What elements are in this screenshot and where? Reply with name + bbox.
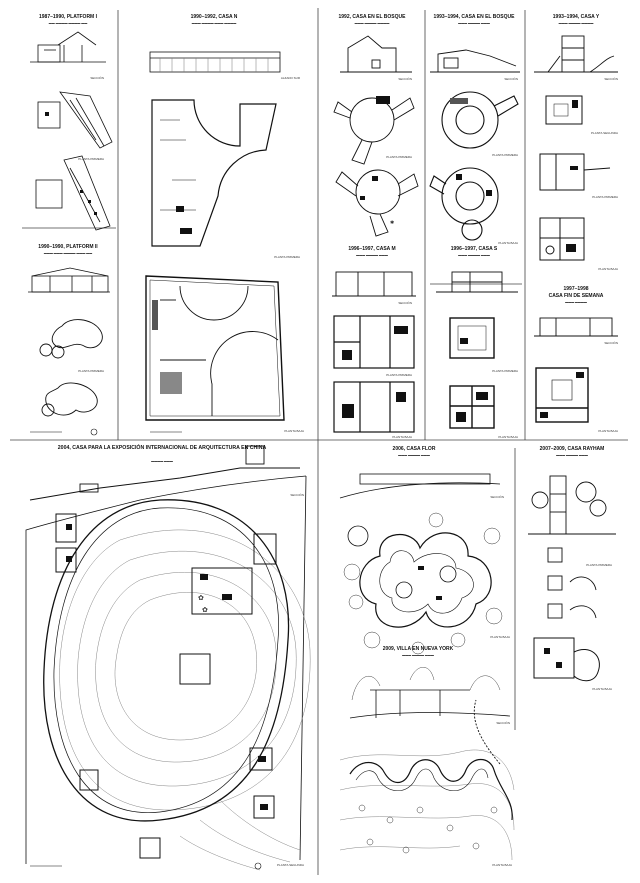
plan-label: PLANTA BAJA: [492, 863, 512, 867]
section-label: SECCIÓN: [496, 720, 510, 725]
svg-text:✱: ✱: [390, 220, 394, 226]
plan-label: PLANTA BAJA: [490, 635, 510, 639]
plan-label: PLANTA PRIMERA: [78, 369, 104, 373]
plan-label: PLANTA PRIMERA: [492, 369, 518, 373]
panel-platform-ii: 1990–1990, PLATFORM II ▬▬▬ ▬▬▬ ▬▬▬▬ ▬▬▬ …: [28, 244, 110, 436]
panel-casa-n: 1990–1992, CASA N ▬▬▬ ▬▬▬▬ ▬▬▬ ▬▬▬▬ ALZA…: [145, 14, 304, 433]
plan-label: PLANTA SEGUNDA: [591, 131, 618, 135]
plan-label: PLANTA PRIMERA: [492, 153, 518, 157]
project-name: CASA FIN DE SEMANA: [549, 293, 604, 299]
svg-text:▬▬▬ ▬▬▬▬ ▬▬▬: ▬▬▬ ▬▬▬▬ ▬▬▬: [556, 453, 588, 457]
plan-label: PLANTA BAJA: [592, 687, 612, 691]
panel-platform-i: 1987–1990, PLATFORM I ▬▬ ▬▬▬▬ ▬▬▬▬ ▬▬ SE…: [30, 14, 113, 231]
panel-casa-bosque-1992: 1992, CASA EN EL BOSQUE ▬▬▬ ▬▬▬▬ ▬▬▬▬ SE…: [333, 14, 419, 237]
svg-text:▬▬▬ ▬▬▬▬ ▬▬▬▬: ▬▬▬ ▬▬▬▬ ▬▬▬▬: [559, 21, 594, 25]
plan-label: PLANTA PRIMERA: [386, 155, 412, 159]
panel-casa-s: 1996–1997, CASA S ▬▬▬ ▬▬▬▬ ▬▬▬ PLANTA PR…: [436, 246, 518, 439]
project-title: 1990–1990, PLATFORM II: [38, 244, 98, 250]
svg-text:▬▬▬ ▬▬▬▬ ▬▬▬ ▬▬▬▬: ▬▬▬ ▬▬▬▬ ▬▬▬ ▬▬▬▬: [192, 21, 237, 25]
plan-label: PLANTA BAJA: [392, 435, 412, 439]
project-title: 1993–1994, CASA EN EL BOSQUE: [434, 14, 516, 20]
section-label: SECCIÓN: [398, 300, 412, 305]
plan-label: PLANTA BAJA: [498, 241, 518, 245]
section-label: SECCIÓN: [490, 494, 504, 499]
section-label: SECCIÓN: [90, 75, 104, 80]
project-title: 1993–1994, CASA Y: [553, 14, 600, 20]
panel-casa-china: 2004, CASA PARA LA EXPOSICIÓN INTERNACIO…: [25, 443, 311, 871]
section-label: SECCIÓN: [604, 340, 618, 345]
svg-text:▬▬▬ ▬▬▬▬: ▬▬▬ ▬▬▬▬: [565, 300, 587, 304]
elevation-label: ALZADO SUR: [281, 76, 301, 80]
project-title: 1987–1990, PLATFORM I: [39, 14, 98, 20]
project-title: 1996–1997, CASA S: [451, 246, 498, 252]
panel-casa-rayham: 2007–2009, CASA RAYHAM ▬▬▬ ▬▬▬▬ ▬▬▬ PLAN…: [528, 446, 616, 691]
plan-label: PLANTA PRIMERA: [386, 373, 412, 377]
svg-text:▬▬▬ ▬▬▬▬ ▬▬▬: ▬▬▬ ▬▬▬▬ ▬▬▬: [458, 253, 490, 257]
panel-villa-nueva-york: 2009, VILLA EN NUEVA YORK ▬▬▬ ▬▬▬▬ ▬▬▬ S…: [339, 646, 515, 867]
section-label: SECCIÓN: [504, 76, 518, 81]
plan-label: PLANTA PRIMERA: [592, 195, 618, 199]
svg-text:▬▬▬ ▬▬▬ ▬▬▬▬ ▬▬▬ ▬▬: ▬▬▬ ▬▬▬ ▬▬▬▬ ▬▬▬ ▬▬: [44, 251, 92, 255]
svg-text:▬▬ ▬▬▬▬ ▬▬▬▬ ▬▬: ▬▬ ▬▬▬▬ ▬▬▬▬ ▬▬: [49, 21, 88, 25]
svg-text:▬▬▬▬ ▬▬▬: ▬▬▬▬ ▬▬▬: [151, 459, 173, 463]
plan-label: PLANTA BAJA: [598, 429, 618, 433]
plan-label: PLANTA SEGUNDA: [277, 863, 304, 867]
panel-casa-bosque-1994: 1993–1994, CASA EN EL BOSQUE ▬▬▬ ▬▬▬▬ ▬▬…: [429, 14, 520, 245]
panel-casa-y: 1993–1994, CASA Y ▬▬▬ ▬▬▬▬ ▬▬▬▬ SECCIÓN …: [534, 14, 618, 271]
plan-label: PLANTA PRIMERA: [78, 157, 104, 161]
project-title: 1992, CASA EN EL BOSQUE: [339, 14, 407, 20]
project-title: 1990–1992, CASA N: [191, 14, 238, 20]
panel-dividers: [10, 8, 628, 875]
svg-text:▬▬▬ ▬▬▬▬ ▬▬▬: ▬▬▬ ▬▬▬▬ ▬▬▬: [402, 653, 434, 657]
plan-label: PLANTA PRIMERA: [586, 563, 612, 567]
svg-text:▬▬▬ ▬▬▬▬ ▬▬▬: ▬▬▬ ▬▬▬▬ ▬▬▬: [356, 253, 388, 257]
panel-casa-fin-de-semana: 1997–1998 CASA FIN DE SEMANA ▬▬▬ ▬▬▬▬ SE…: [534, 286, 618, 433]
project-title: 2009, VILLA EN NUEVA YORK: [383, 646, 454, 652]
plan-label: PLANTA BAJA: [498, 435, 518, 439]
svg-text:✿: ✿: [198, 595, 204, 602]
section-label: SECCIÓN: [290, 492, 304, 497]
plan-label: PLANTA BAJA: [598, 267, 618, 271]
project-title: 1996–1997, CASA M: [348, 246, 395, 252]
project-title: 2006, CASA FLOR: [393, 446, 436, 452]
plan-label: PLANTA PRIMERA: [274, 255, 300, 259]
section-label: SECCIÓN: [398, 76, 412, 81]
project-title: 2004, CASA PARA LA EXPOSICIÓN INTERNACIO…: [58, 443, 267, 451]
section-label: SECCIÓN: [604, 76, 618, 81]
svg-text:▬▬▬ ▬▬▬▬ ▬▬▬: ▬▬▬ ▬▬▬▬ ▬▬▬: [398, 453, 430, 457]
plan-label: PLANTA BAJA: [284, 429, 304, 433]
project-title: 2007–2009, CASA RAYHAM: [540, 446, 605, 452]
panel-casa-flor: 2006, CASA FLOR ▬▬▬ ▬▬▬▬ ▬▬▬ SECCIÓN PLA…: [339, 446, 510, 655]
svg-text:▬▬▬ ▬▬▬▬ ▬▬▬: ▬▬▬ ▬▬▬▬ ▬▬▬: [458, 21, 490, 25]
svg-text:✿: ✿: [202, 607, 208, 614]
svg-text:▬▬▬ ▬▬▬▬ ▬▬▬▬: ▬▬▬ ▬▬▬▬ ▬▬▬▬: [355, 21, 390, 25]
project-title: 1997–1998: [563, 286, 588, 292]
panel-casa-m: 1996–1997, CASA M ▬▬▬ ▬▬▬▬ ▬▬▬ SECCIÓN P…: [332, 246, 416, 439]
